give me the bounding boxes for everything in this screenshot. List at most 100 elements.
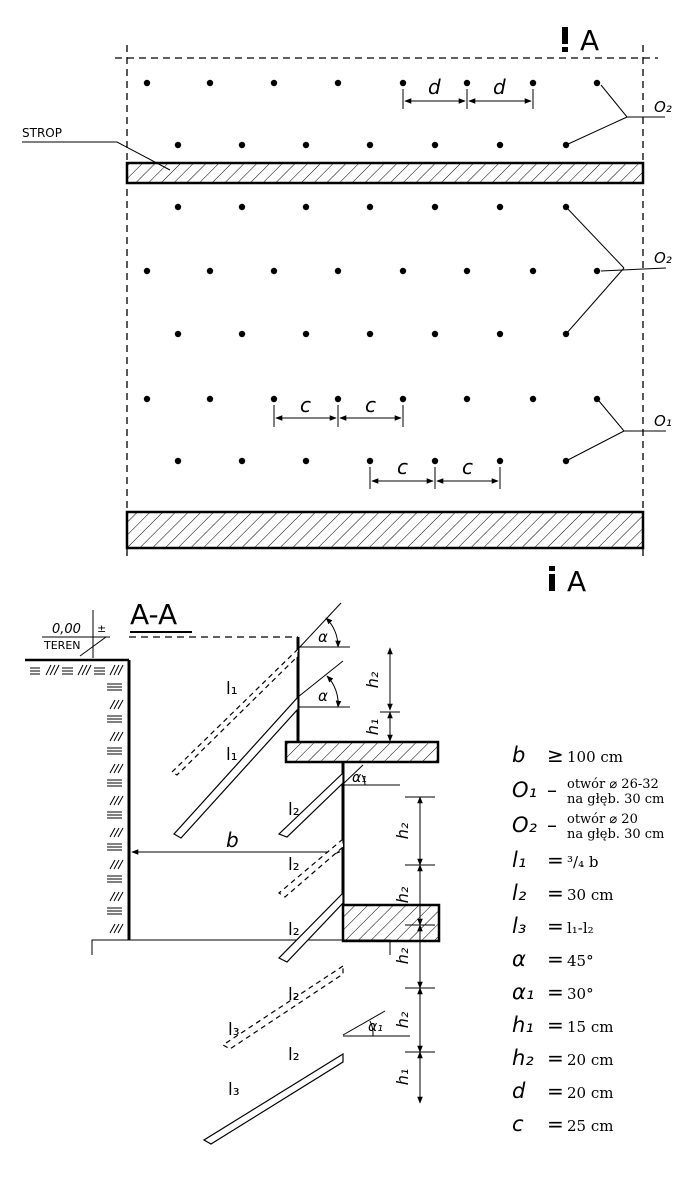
legend-relation: = <box>547 1079 564 1103</box>
hole <box>238 203 246 211</box>
hole <box>593 395 601 403</box>
strop-slab <box>125 161 645 185</box>
hole <box>431 330 439 338</box>
hole <box>593 267 601 275</box>
hole <box>463 267 471 275</box>
legend-relation: = <box>547 1112 564 1136</box>
hole <box>238 457 246 465</box>
hole <box>431 203 439 211</box>
legend-symbol: O₂ <box>512 813 538 837</box>
hole <box>143 267 151 275</box>
legend-relation: = <box>547 848 564 872</box>
hole <box>529 79 537 87</box>
alpha-label: α <box>318 687 328 705</box>
legend-symbol: c <box>512 1112 524 1136</box>
hole <box>206 267 214 275</box>
l1-label: l₁ <box>226 679 238 699</box>
hole <box>206 395 214 403</box>
legend-value: 20 cm <box>567 1051 613 1069</box>
hole-callout-o1: O₁ <box>565 400 672 462</box>
hole <box>270 395 278 403</box>
dim-d-label: d <box>493 75 506 99</box>
hole <box>496 457 504 465</box>
dim-c-label: c <box>397 455 408 479</box>
section-mark-bottom: A <box>549 565 586 598</box>
legend-symbol: h₂ <box>512 1046 534 1070</box>
h2-label: h₂ <box>393 1011 412 1028</box>
strop-label: STROP <box>22 126 62 140</box>
alpha1-label: α₁ <box>368 1019 383 1035</box>
l1-label: l₁ <box>226 745 238 765</box>
legend-value-line2: na głęb. 30 cm <box>567 827 664 842</box>
l2-label: l₂ <box>288 920 300 940</box>
hole <box>334 395 342 403</box>
hole <box>529 267 537 275</box>
hole <box>399 395 407 403</box>
legend-row: h₁=15 cm <box>512 1013 613 1037</box>
dim-d-label: d <box>428 75 441 99</box>
legend-symbol: b <box>512 743 525 767</box>
legend-value: 45° <box>567 952 594 970</box>
hole <box>174 141 182 149</box>
legend-relation: – <box>547 778 557 802</box>
hole <box>302 330 310 338</box>
hole <box>206 79 214 87</box>
vertical-dimensions <box>380 647 435 1104</box>
hole <box>366 141 374 149</box>
section-mark-bottom-label: A <box>567 565 586 598</box>
h2-label: h₂ <box>393 886 412 903</box>
legend-row: c=25 cm <box>512 1112 613 1136</box>
legend-symbol: α₁ <box>512 980 534 1004</box>
l3-label: l₃ <box>228 1080 240 1100</box>
h2-label: h₂ <box>393 822 412 839</box>
legend-row: h₂ =20 cm <box>512 1046 613 1070</box>
section-title: A-A <box>130 598 177 631</box>
hole <box>174 203 182 211</box>
ceiling-slab <box>284 740 440 764</box>
hole <box>270 79 278 87</box>
legend-value: 15 cm <box>567 1018 613 1036</box>
angle-lines <box>297 602 410 1037</box>
hole-row <box>174 141 570 149</box>
hole <box>366 203 374 211</box>
dim-c-label: c <box>365 393 376 417</box>
hole-callout-o2-mid: O₂ <box>565 206 672 335</box>
wall-soil-hatch <box>107 683 124 934</box>
legend-value-line2: na głęb. 30 cm <box>567 792 664 807</box>
legend-row: l₂=30 cm <box>512 881 613 905</box>
alpha1-label: α₁ <box>352 770 367 786</box>
hole-row <box>174 457 570 465</box>
hole <box>496 203 504 211</box>
dim-c-label: c <box>300 393 311 417</box>
hole <box>366 330 374 338</box>
o2-mid-label: O₂ <box>654 249 672 267</box>
dim-b-label: b <box>226 828 239 852</box>
legend-relation: = <box>547 914 564 938</box>
section-mark-top-label: A <box>580 24 599 57</box>
base-line <box>91 939 391 955</box>
dimension-c-lower: c c <box>369 455 501 489</box>
hole <box>174 457 182 465</box>
hole <box>238 330 246 338</box>
legend-symbol: h₁ <box>512 1013 534 1037</box>
legend-relation: = <box>547 1046 564 1070</box>
hole <box>238 141 246 149</box>
level-sign: ± <box>97 622 106 635</box>
h2-label: h₂ <box>363 671 382 688</box>
plan-view: A STROP A <box>22 24 672 598</box>
l2-label: l₂ <box>288 985 300 1005</box>
legend-value: ³/₄ b <box>567 853 598 871</box>
l3-label: l₃ <box>228 1020 240 1040</box>
dimension-c-upper: c c <box>273 393 404 427</box>
hole-row <box>174 330 570 338</box>
hole <box>463 395 471 403</box>
hole <box>143 395 151 403</box>
legend-row: d=20 cm <box>512 1079 613 1103</box>
hole <box>463 79 471 87</box>
h1-label: h₁ <box>393 1069 412 1086</box>
legend-value: 100 cm <box>567 748 623 766</box>
legend-relation: – <box>547 813 557 837</box>
